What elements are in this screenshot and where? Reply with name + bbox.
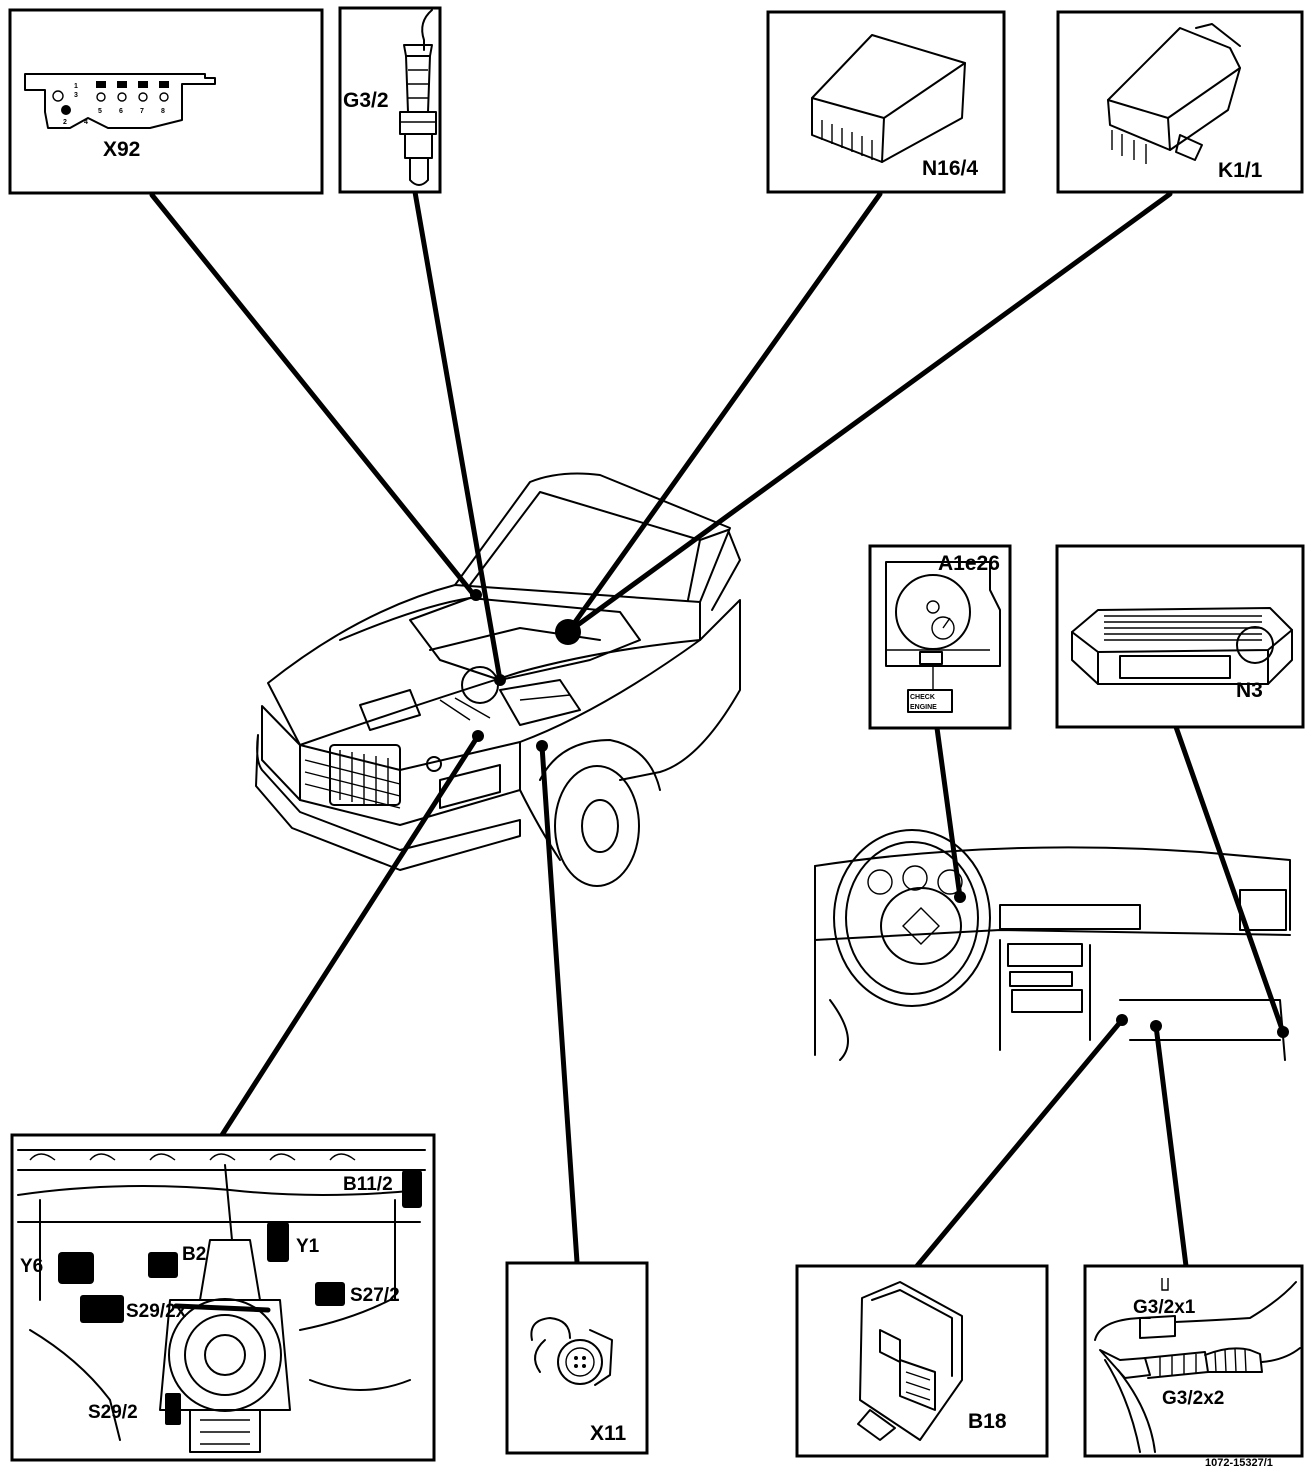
x92-pin-8: 8 xyxy=(161,108,165,115)
s29-2-label: S29/2 xyxy=(88,1402,138,1423)
g3-2x2-label: G3/2x2 xyxy=(1162,1388,1224,1409)
leader-lines xyxy=(149,189,1286,1269)
y1-label: Y1 xyxy=(296,1236,320,1257)
x92-label: X92 xyxy=(103,138,140,161)
vehicle-front-view xyxy=(255,472,741,887)
n3-label: N3 xyxy=(1236,679,1263,702)
n16-4-panel: N16/4 xyxy=(766,10,1006,194)
y6-label: Y6 xyxy=(20,1256,43,1277)
b18-label: B18 xyxy=(968,1410,1007,1433)
x92-pin-7: 7 xyxy=(140,108,144,115)
g3-2x1-label: G3/2x1 xyxy=(1133,1297,1196,1318)
s29-2x-label: S29/2x xyxy=(126,1301,187,1322)
g3-2-panel: G3/2 xyxy=(338,6,442,194)
s27-2-label: S27/2 xyxy=(350,1285,400,1306)
b18-panel: B18 xyxy=(795,1264,1049,1458)
x92-pin-3: 3 xyxy=(74,92,78,99)
engine-compartment-inset: B11/2 Y6 B2 Y1 S29/2x S27/2 S29/2 xyxy=(10,1133,436,1462)
k1-1-label: K1/1 xyxy=(1218,159,1263,182)
drawing-reference-number: 1072-15327/1 xyxy=(1205,1457,1273,1469)
g3-2-label: G3/2 xyxy=(343,89,389,112)
x11-panel: X11 xyxy=(505,1261,649,1455)
x92-pin-5: 5 xyxy=(98,108,102,115)
x92-panel: 1 3 2 4 5 6 7 8 X92 xyxy=(8,8,324,195)
n16-4-label: N16/4 xyxy=(922,157,978,180)
a1e26-label: A1e26 xyxy=(938,552,1000,575)
g3-2-connector-panel: G3/2x1 G3/2x2 xyxy=(1083,1264,1304,1458)
a1e26-panel: CHECK ENGINE A1e26 xyxy=(868,544,1012,730)
check-engine-line-1: CHECK xyxy=(910,694,935,701)
x92-pin-6: 6 xyxy=(119,108,123,115)
x92-pin-2: 2 xyxy=(63,119,67,126)
check-engine-line-2: ENGINE xyxy=(910,704,937,711)
b2-label: B2 xyxy=(182,1244,206,1265)
x92-pin-4: 4 xyxy=(84,119,88,126)
b11-2-label: B11/2 xyxy=(343,1174,393,1195)
x11-label: X11 xyxy=(590,1422,627,1445)
k1-1-panel: K1/1 xyxy=(1056,10,1304,194)
x92-pin-1: 1 xyxy=(74,83,78,90)
n3-panel: N3 xyxy=(1055,544,1305,729)
dashboard-view xyxy=(814,829,1291,1061)
